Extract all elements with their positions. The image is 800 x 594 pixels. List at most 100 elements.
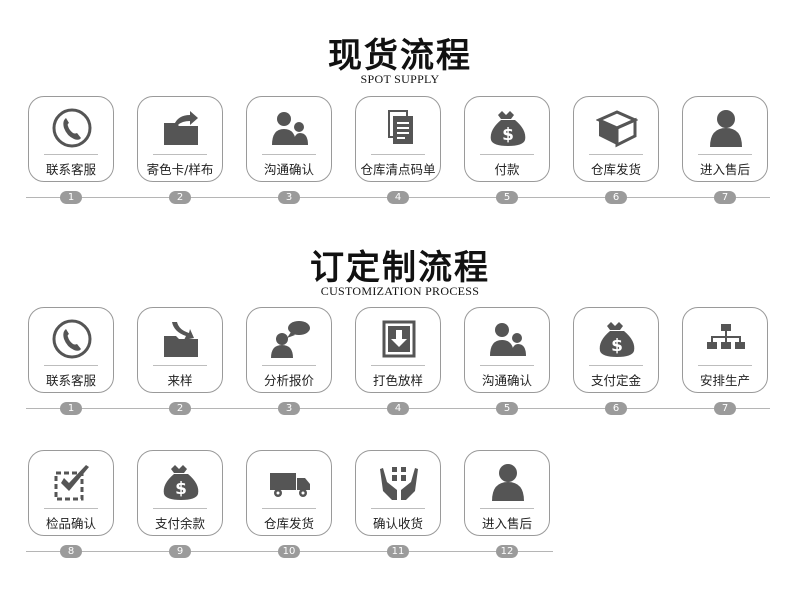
step-label: 仓库发货: [590, 162, 641, 177]
card-divider: [589, 154, 643, 155]
process-step-card: 仓库清点码单: [355, 96, 441, 182]
step-label: 支付余款: [154, 516, 205, 531]
step-number-badge: 10: [278, 545, 300, 558]
step-label: 联系客服: [45, 162, 96, 177]
svg-text:$: $: [175, 479, 187, 499]
money-bag-icon: $: [487, 107, 529, 149]
person-icon: [487, 461, 529, 503]
card-divider: [480, 365, 534, 366]
documents-icon: [378, 107, 420, 149]
card-divider: [371, 365, 425, 366]
svg-text:$: $: [502, 125, 514, 145]
card-divider: [44, 508, 98, 509]
card-divider: [153, 508, 207, 509]
process-step-card: 分析报价: [246, 307, 332, 393]
step-label: 支付定金: [590, 373, 641, 388]
card-divider: [44, 365, 98, 366]
step-label: 沟通确认: [263, 162, 314, 177]
step-number-badge: 1: [60, 191, 82, 204]
process-step-card: $ 支付余款: [137, 450, 223, 536]
step-number-badge: 1: [60, 402, 82, 415]
step-number-badge: 8: [60, 545, 82, 558]
org-chart-icon: [705, 318, 747, 360]
process-step-card: 仓库发货: [573, 96, 659, 182]
card-divider: [589, 365, 643, 366]
step-number-badge: 5: [496, 191, 518, 204]
hands-box-icon: [378, 461, 420, 503]
spot-supply-subtitle: SPOT SUPPLY: [360, 72, 440, 86]
process-step-card: $ 付款: [464, 96, 550, 182]
folder-arrow-icon: [160, 318, 202, 360]
step-number-badge: 3: [278, 402, 300, 415]
customization-subtitle: CUSTOMIZATION PROCESS: [320, 284, 480, 298]
step-number-badge: 4: [387, 191, 409, 204]
card-divider: [44, 154, 98, 155]
card-divider: [698, 365, 752, 366]
card-divider: [371, 508, 425, 509]
folder-share-icon: [160, 107, 202, 149]
customization-title: 订定制流程: [310, 248, 490, 288]
download-box-icon: [378, 318, 420, 360]
process-step-card: 联系客服: [28, 307, 114, 393]
step-number-badge: 11: [387, 545, 409, 558]
step-label: 沟通确认: [481, 373, 532, 388]
box-icon: [595, 107, 639, 149]
card-divider: [371, 154, 425, 155]
card-divider: [262, 154, 316, 155]
svg-text:$: $: [611, 336, 623, 356]
step-label: 仓库清点码单: [360, 162, 436, 177]
process-step-card: $ 支付定金: [573, 307, 659, 393]
truck-icon: [269, 461, 311, 503]
step-label: 付款: [494, 162, 520, 177]
person-icon: [705, 107, 747, 149]
step-label: 确认收货: [372, 516, 423, 531]
spot-supply-title: 现货流程: [328, 36, 472, 76]
card-divider: [153, 154, 207, 155]
step-label: 进入售后: [481, 516, 532, 531]
process-step-card: 确认收货: [355, 450, 441, 536]
card-divider: [480, 508, 534, 509]
people-icon: [269, 107, 311, 149]
step-number-badge: 9: [169, 545, 191, 558]
card-divider: [153, 365, 207, 366]
step-number-badge: 5: [496, 402, 518, 415]
step-number-badge: 2: [169, 402, 191, 415]
step-label: 安排生产: [699, 373, 750, 388]
step-number-badge: 2: [169, 191, 191, 204]
step-label: 联系客服: [45, 373, 96, 388]
money-bag-icon: $: [596, 318, 638, 360]
process-step-card: 进入售后: [464, 450, 550, 536]
step-number-badge: 12: [496, 545, 518, 558]
card-divider: [480, 154, 534, 155]
step-label: 仓库发货: [263, 516, 314, 531]
person-chat-icon: [269, 318, 311, 360]
process-step-card: 联系客服: [28, 96, 114, 182]
step-label: 来样: [167, 373, 193, 388]
step-number-badge: 6: [605, 402, 627, 415]
phone-icon: [51, 107, 93, 149]
phone-icon: [51, 318, 93, 360]
process-step-card: 检品确认: [28, 450, 114, 536]
process-step-card: 沟通确认: [464, 307, 550, 393]
card-divider: [262, 508, 316, 509]
card-divider: [262, 365, 316, 366]
step-label: 打色放样: [372, 373, 423, 388]
process-step-card: 打色放样: [355, 307, 441, 393]
step-label: 进入售后: [699, 162, 750, 177]
step-number-badge: 3: [278, 191, 300, 204]
step-number-badge: 7: [714, 402, 736, 415]
step-label: 分析报价: [263, 373, 314, 388]
step-label: 寄色卡/样布: [146, 162, 214, 177]
process-step-card: 仓库发货: [246, 450, 332, 536]
step-number-badge: 4: [387, 402, 409, 415]
process-step-card: 来样: [137, 307, 223, 393]
process-step-card: 沟通确认: [246, 96, 332, 182]
step-number-badge: 6: [605, 191, 627, 204]
process-step-card: 安排生产: [682, 307, 768, 393]
card-divider: [698, 154, 752, 155]
checkbox-icon: [51, 461, 93, 503]
process-step-card: 寄色卡/样布: [137, 96, 223, 182]
money-bag-icon: $: [160, 461, 202, 503]
people-icon: [487, 318, 529, 360]
step-label: 检品确认: [45, 516, 96, 531]
